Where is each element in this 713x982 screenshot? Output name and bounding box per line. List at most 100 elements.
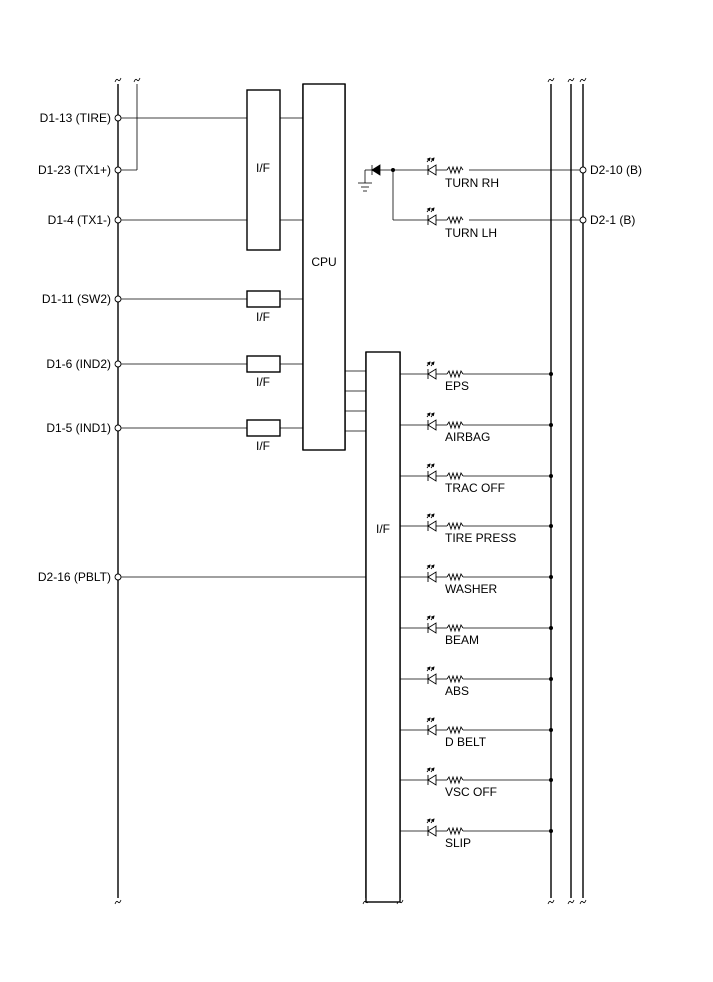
terminal-d1-5	[114, 424, 122, 432]
terminal-d1-13	[114, 114, 122, 122]
indicator-junction	[549, 524, 553, 528]
left-terminals: D1-13 (TIRE) D1-23 (TX1+) D1-4 (TX1-) D1…	[38, 111, 122, 584]
light-arrowhead	[426, 463, 431, 468]
indicator-rows: EPS AIRBAG TRAC OFF TIRE PRESS WASHER BEAM ABS…	[400, 361, 553, 850]
resistor-zigzag	[446, 725, 464, 735]
led-triangle	[427, 673, 437, 685]
led-triangle	[427, 368, 437, 380]
resistor-zigzag	[446, 826, 464, 836]
led-triangle	[427, 571, 437, 583]
break-mark	[133, 77, 141, 83]
blocks: I/F CPU I/F I/F I/F I/F	[246, 83, 401, 903]
terminal-label-d1-11: D1-11 (SW2)	[42, 292, 111, 306]
indicator-row: WASHER	[400, 564, 553, 596]
light-arrowhead	[426, 767, 431, 772]
indicator-label: TIRE PRESS	[445, 531, 516, 545]
if-main-block	[246, 89, 281, 251]
resistor-zigzag	[446, 165, 464, 175]
if-right-block	[365, 351, 401, 903]
light-arrowhead	[430, 513, 435, 518]
terminal-d2-1	[579, 216, 587, 224]
indicator-row: TRAC OFF	[400, 463, 553, 495]
indicator-row: ABS	[400, 666, 553, 698]
terminal-label-d1-5: D1-5 (IND1)	[46, 421, 111, 435]
light-arrowhead	[430, 361, 435, 366]
light-arrowhead	[426, 513, 431, 518]
light-arrowhead	[426, 207, 431, 212]
light-arrowhead	[430, 412, 435, 417]
terminal-d2-10	[579, 166, 587, 174]
light-arrowhead	[426, 412, 431, 417]
vertical-buses	[117, 84, 584, 898]
resistor-zigzag	[446, 775, 464, 785]
indicator-label: TRAC OFF	[445, 481, 505, 495]
cpu-label: CPU	[311, 255, 336, 269]
resistor-zigzag	[446, 521, 464, 531]
turn-lh-led-icon	[426, 207, 464, 226]
terminal-label-d2-1: D2-1 (B)	[590, 213, 635, 227]
terminal-label-d2-16: D2-16 (PBLT)	[38, 570, 111, 584]
indicator-junction	[549, 423, 553, 427]
indicator-row: BEAM	[400, 615, 553, 647]
led-triangle	[427, 214, 437, 226]
if-main-label: I/F	[256, 161, 270, 175]
break-mark	[567, 77, 575, 83]
indicator-row: EPS	[400, 361, 553, 393]
resistor-zigzag	[446, 674, 464, 684]
if-sw2-block	[246, 290, 281, 308]
resistor-zigzag	[446, 623, 464, 633]
indicator-label: VSC OFF	[445, 785, 497, 799]
light-arrowhead	[430, 157, 435, 162]
turn-rh-label: TURN RH	[445, 176, 499, 190]
if-ind2-label: I/F	[256, 375, 270, 389]
resistor-zigzag	[446, 369, 464, 379]
led-triangle	[427, 724, 437, 736]
led-triangle	[427, 419, 437, 431]
led-triangle	[427, 774, 437, 786]
light-arrowhead	[426, 157, 431, 162]
terminal-label-d1-4: D1-4 (TX1-)	[48, 213, 111, 227]
resistor-zigzag	[446, 215, 464, 225]
resistor-zigzag	[446, 572, 464, 582]
terminal-label-d1-6: D1-6 (IND2)	[46, 357, 111, 371]
break-mark	[579, 77, 587, 83]
light-arrowhead	[430, 666, 435, 671]
led-triangle	[427, 520, 437, 532]
terminal-label-d2-10: D2-10 (B)	[590, 163, 642, 177]
if-sw2-label: I/F	[256, 310, 270, 324]
led-triangle	[427, 825, 437, 837]
light-arrowhead	[426, 666, 431, 671]
cpu-block	[302, 83, 346, 451]
indicator-label: D BELT	[445, 735, 487, 749]
light-arrowhead	[430, 564, 435, 569]
terminal-d1-11	[114, 295, 122, 303]
indicator-junction	[549, 778, 553, 782]
light-arrowhead	[430, 463, 435, 468]
indicator-junction	[549, 474, 553, 478]
turn-lh-label: TURN LH	[445, 226, 497, 240]
break-mark	[547, 77, 555, 83]
led-triangle	[427, 622, 437, 634]
indicator-junction	[549, 728, 553, 732]
break-mark	[579, 899, 587, 905]
indicator-junction	[549, 372, 553, 376]
terminal-label-d1-23: D1-23 (TX1+)	[38, 163, 111, 177]
indicator-junction	[549, 626, 553, 630]
light-arrowhead	[430, 717, 435, 722]
light-arrowhead	[426, 615, 431, 620]
terminal-label-d1-13: D1-13 (TIRE)	[40, 111, 111, 125]
indicator-row: SLIP	[400, 818, 553, 850]
if-ind2-block	[246, 355, 281, 373]
if-right-label: I/F	[376, 522, 390, 536]
indicator-label: AIRBAG	[445, 430, 490, 444]
light-arrowhead	[426, 717, 431, 722]
break-mark	[567, 899, 575, 905]
indicator-label: BEAM	[445, 633, 479, 647]
light-arrowhead	[430, 207, 435, 212]
break-mark	[547, 899, 555, 905]
indicator-row: VSC OFF	[400, 767, 553, 799]
resistor-zigzag	[446, 420, 464, 430]
indicator-label: WASHER	[445, 582, 498, 596]
indicator-row: TIRE PRESS	[400, 513, 553, 545]
